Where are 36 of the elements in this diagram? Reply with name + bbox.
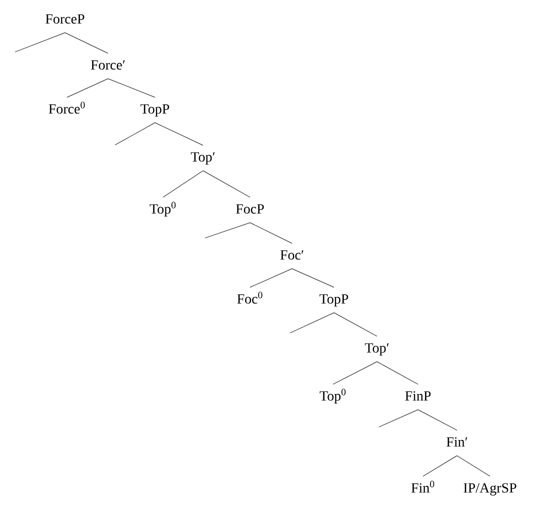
category-label: FinP: [405, 391, 431, 400]
category-label: Top′: [190, 152, 215, 164]
branch-line: [162, 170, 204, 198]
category-label: Fin$^{0}$: [411, 480, 434, 492]
category-label: TopP: [140, 104, 170, 116]
branch-line: [292, 268, 334, 288]
category-label: FocP: [236, 204, 264, 214]
category-label: Force$^{0}$: [48, 102, 85, 114]
category-label: Foc$^{0}$: [237, 292, 262, 304]
branch-line: [154, 122, 204, 146]
branch-line: [376, 361, 418, 385]
branch-line: [250, 222, 292, 244]
branch-line: [418, 409, 458, 431]
category-label: Top$^{0}$: [320, 388, 346, 404]
category-label: Top$^{0}$: [150, 202, 176, 216]
branch-line: [14, 32, 66, 52]
branch-line: [456, 455, 490, 477]
category-label: Fin′: [446, 437, 468, 446]
category-label: TopP: [320, 294, 348, 306]
branch-line: [290, 312, 334, 334]
category-label: IP/AgrSP: [464, 483, 516, 496]
category-label: Foc′: [280, 250, 304, 260]
branch-line: [334, 312, 378, 337]
category-label: Top′: [364, 343, 389, 356]
branch-line: [204, 222, 250, 238]
branch-line: [378, 409, 418, 428]
branch-line: [422, 455, 458, 477]
category-label: Force′: [90, 60, 125, 70]
branch-line: [64, 32, 108, 54]
branch-line: [114, 122, 156, 146]
category-label: ForceP: [46, 14, 84, 24]
branch-line: [332, 361, 378, 385]
branch-line: [250, 268, 292, 288]
branch-line: [66, 78, 108, 98]
branch-line: [202, 170, 250, 198]
branch-line: [108, 78, 156, 98]
